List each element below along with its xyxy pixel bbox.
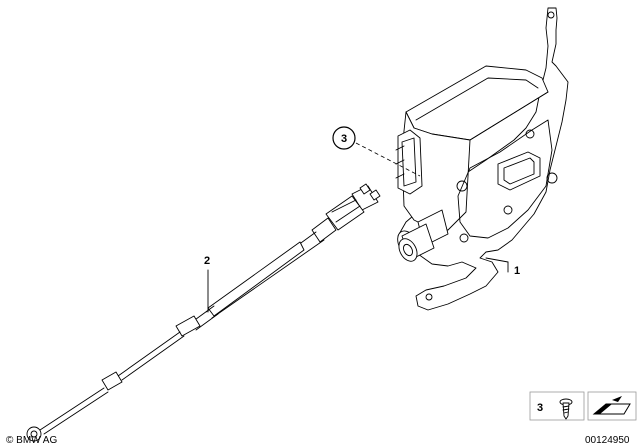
cable-assembly[interactable]	[26, 183, 381, 442]
screw-icon	[559, 398, 573, 420]
legend-item-number: 3	[537, 402, 543, 414]
callout-part-2[interactable]: 2	[204, 255, 210, 313]
callout-1-label: 1	[514, 265, 520, 277]
diagram-number: 00124950	[585, 435, 630, 446]
callout-part-1[interactable]: 1	[485, 257, 520, 277]
callout-2-label: 2	[204, 255, 210, 267]
legend-screw: 3	[529, 391, 585, 421]
callout-part-3[interactable]: 3	[332, 126, 421, 177]
callout-3-label: 3	[341, 133, 347, 145]
wedge-icon	[592, 396, 631, 415]
copyright-text: © BMW AG	[6, 435, 57, 446]
legend-symbol	[587, 391, 637, 421]
actuator-assembly[interactable]	[393, 7, 569, 311]
